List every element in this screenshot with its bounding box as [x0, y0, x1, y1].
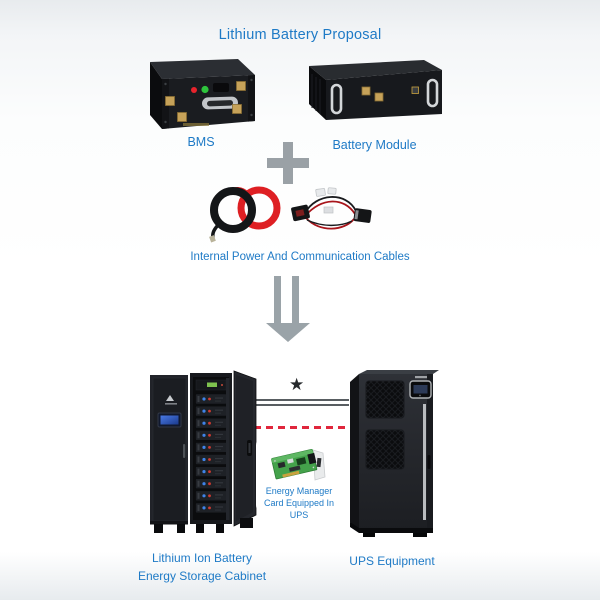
ups-trim-stripe [423, 404, 426, 520]
double-down-arrow-icon [274, 276, 281, 323]
cabinet-door-handle [183, 444, 186, 458]
plus-icon [283, 142, 293, 184]
ups-side-face [350, 374, 359, 532]
red-led-icon [191, 87, 197, 93]
star-icon: ★ [289, 375, 305, 394]
double-down-arrow-icon [266, 323, 310, 342]
ups-logo [415, 376, 427, 379]
cabinet-logo [165, 395, 177, 405]
module-top-face [309, 60, 442, 80]
energy-card-label-line1: Energy Manager [265, 486, 333, 496]
battery-cabinet-illustration [150, 370, 257, 533]
bms-handle [202, 96, 238, 110]
ups-vent-panels [365, 380, 405, 470]
communication-dashed-line [254, 426, 349, 429]
ups-door-handle [427, 455, 431, 469]
cabinet-feet [150, 518, 253, 533]
open-cabinet-door [233, 370, 257, 527]
bms-unit-illustration [150, 59, 255, 129]
energy-manager-card: Energy Manager Card Equipped In UPS [256, 436, 342, 520]
module-terminals [361, 86, 419, 102]
battery-module-label: Battery Module [332, 138, 417, 152]
module-front-face [326, 70, 442, 120]
bms-label: BMS [187, 135, 215, 149]
bms-top-face [150, 59, 255, 79]
bms-side-face [150, 62, 162, 129]
double-down-arrow-icon [292, 276, 299, 323]
ups-display [409, 380, 432, 399]
red-power-cable [237, 186, 281, 230]
green-led-icon [201, 85, 209, 94]
module-side-face [309, 66, 326, 120]
rack-control-unit [195, 379, 227, 391]
cabinet-label-line2: Energy Storage Cabinet [137, 568, 267, 583]
power-bus-connection-line [252, 399, 349, 406]
module-handles [330, 78, 439, 115]
black-power-cable [210, 187, 256, 233]
screw-holes [164, 78, 253, 124]
pcb-board [271, 449, 318, 480]
page-title: Lithium Battery Proposal [218, 27, 382, 43]
battery-module-illustration [309, 60, 442, 120]
communication-cable-harness [291, 187, 372, 230]
energy-card-label-line2: Card Equipped In UPS [263, 498, 335, 520]
battery-module-stack [195, 393, 227, 514]
cabinet-label: Lithium Ion Battery Energy Storage Cabin… [102, 550, 302, 585]
ups-label: UPS Equipment [349, 554, 435, 568]
bms-terminals [165, 81, 246, 122]
cabinet-label-line1: Lithium Ion Battery [151, 551, 253, 565]
cables-illustration [209, 186, 372, 243]
ups-cabinet-illustration [350, 370, 439, 537]
cables-label: Internal Power And Communication Cables [190, 251, 410, 263]
energy-manager-card-illustration [271, 449, 326, 481]
ups-feet [363, 533, 427, 537]
